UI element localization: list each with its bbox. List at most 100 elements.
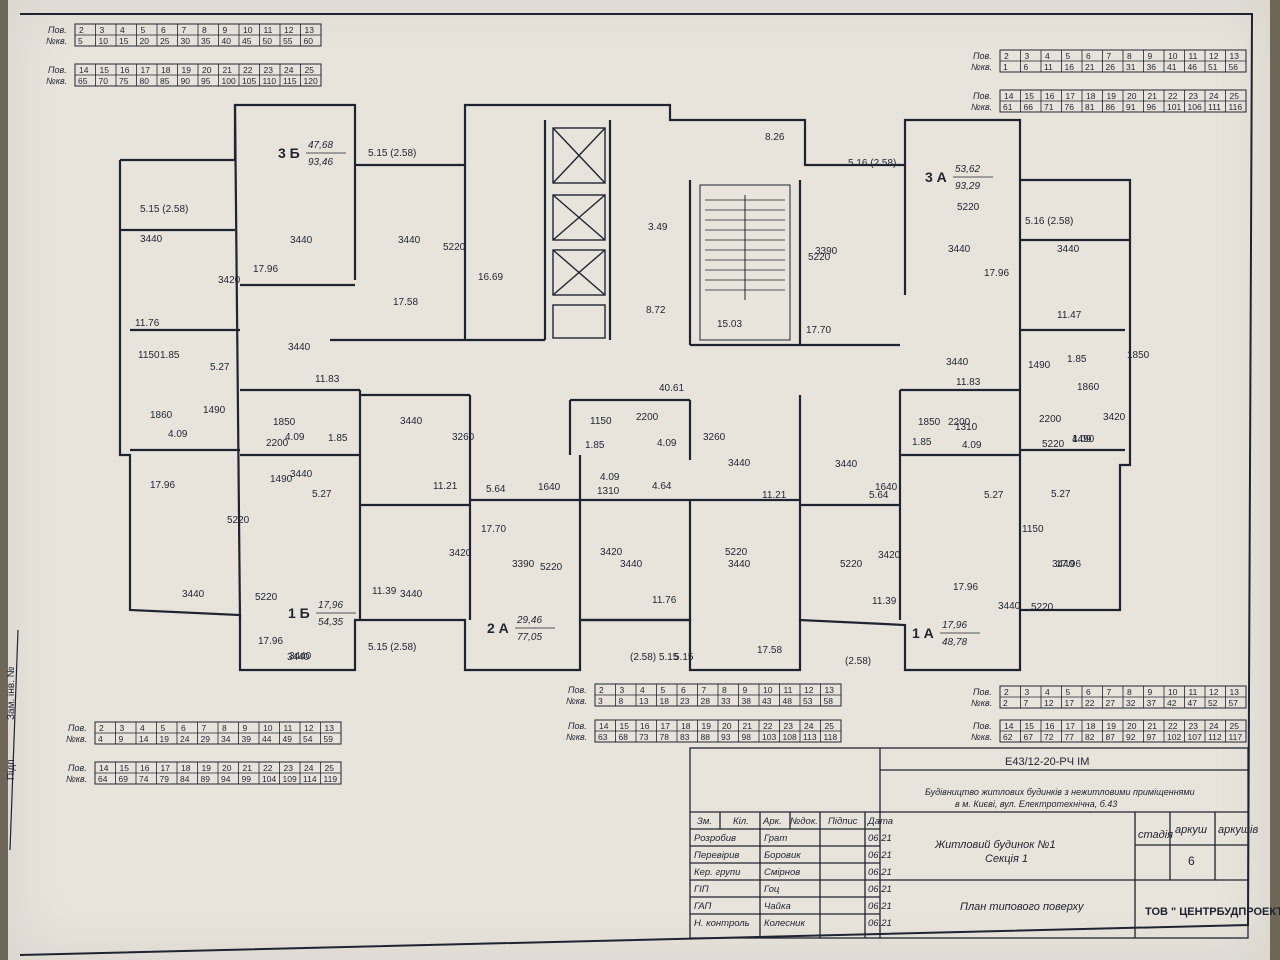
kv-cell: 93	[721, 732, 731, 742]
kv-cell: 31	[1126, 62, 1136, 72]
tb-name: Смірнов	[764, 867, 800, 878]
pov-cell: 22	[1168, 91, 1178, 101]
kv-cell: 97	[1147, 732, 1157, 742]
kv-cell: 88	[701, 732, 711, 742]
kv-cell: 29	[201, 734, 211, 744]
room-label: 11.76	[135, 318, 160, 329]
apartment-total-area: 48,78	[942, 637, 967, 648]
pov-cell: 23	[1189, 721, 1199, 731]
pov-cell: 25	[825, 721, 835, 731]
room-label: (2.58)	[845, 656, 871, 667]
room-label: 4.09	[168, 429, 188, 440]
room-label: 5.27	[984, 490, 1004, 501]
pov-cell: 3	[1025, 687, 1030, 697]
sheet-label: аркуш	[1175, 824, 1207, 836]
room-label: 3390	[815, 246, 838, 257]
room-label: 5220	[255, 592, 278, 603]
pov-cell: 21	[743, 721, 753, 731]
kv-cell: 32	[1126, 698, 1136, 708]
kv-label: №кв.	[66, 734, 87, 744]
pov-cell: 23	[264, 65, 274, 75]
kv-cell: 107	[1188, 732, 1202, 742]
kv-cell: 27	[1106, 698, 1116, 708]
room-label: 5.16 (2.58)	[848, 158, 896, 169]
pov-cell: 6	[181, 723, 186, 733]
room-label: 5.64	[869, 490, 889, 501]
kv-cell: 70	[99, 76, 109, 86]
pov-cell: 23	[284, 763, 294, 773]
room-label: 1.85	[912, 437, 932, 448]
kv-cell: 4	[98, 734, 103, 744]
building-walls	[118, 103, 1132, 672]
pov-cell: 6	[161, 25, 166, 35]
pov-cell: 19	[702, 721, 712, 731]
company-name: ТОВ " ЦЕНТРБУДПРОЕКТ"	[1145, 906, 1280, 918]
pov-cell: 21	[223, 65, 233, 75]
pov-label: Пов.	[973, 687, 992, 697]
kv-cell: 60	[304, 36, 314, 46]
kv-cell: 47	[1188, 698, 1198, 708]
kv-cell: 23	[680, 696, 690, 706]
apartment-living-area: 17,96	[942, 620, 967, 631]
pov-cell: 11	[784, 685, 793, 695]
pov-cell: 13	[1230, 51, 1240, 61]
kv-cell: 91	[1126, 102, 1136, 112]
room-label: 3440	[998, 601, 1021, 612]
pov-cell: 20	[1127, 721, 1137, 731]
room-label: 1.85	[328, 433, 348, 444]
kv-cell: 10	[99, 36, 109, 46]
apartment-living-area: 47,68	[308, 140, 333, 151]
tb-date: 06.21	[868, 901, 892, 912]
room-label: 5220	[808, 252, 831, 263]
kv-label: №кв.	[566, 732, 587, 742]
kv-cell: 6	[1024, 62, 1029, 72]
kv-cell: 16	[1065, 62, 1075, 72]
room-label: 3440	[140, 234, 163, 245]
tb-role: Н. контроль	[694, 918, 750, 929]
kv-cell: 52	[1208, 698, 1218, 708]
room-label: 17.96	[258, 636, 283, 647]
room-label: 3440	[1052, 559, 1075, 570]
room-label: 11.21	[433, 481, 458, 492]
pov-label: Пов.	[568, 721, 587, 731]
kv-cell: 48	[783, 696, 793, 706]
room-label: 4.64	[652, 481, 672, 492]
room-label: 5.27	[210, 362, 230, 373]
pov-label: Пов.	[68, 723, 87, 733]
kv-cell: 64	[98, 774, 108, 784]
room-label: 3420	[449, 548, 472, 559]
kv-cell: 28	[701, 696, 711, 706]
kv-cell: 75	[119, 76, 129, 86]
kv-label: №кв.	[46, 76, 67, 86]
kv-cell: 54	[303, 734, 313, 744]
pov-cell: 7	[182, 25, 187, 35]
pov-cell: 25	[1230, 721, 1240, 731]
room-label: 11.21	[762, 490, 787, 501]
kv-cell: 34	[221, 734, 231, 744]
kv-cell: 113	[803, 732, 817, 742]
pov-cell: 18	[161, 65, 171, 75]
kv-cell: 39	[242, 734, 252, 744]
kv-cell: 120	[304, 76, 318, 86]
kv-cell: 24	[180, 734, 190, 744]
pov-label: Пов.	[68, 763, 87, 773]
room-label: 3440	[728, 458, 751, 469]
kv-cell: 92	[1126, 732, 1136, 742]
kv-cell: 46	[1188, 62, 1198, 72]
kv-cell: 12	[1044, 698, 1054, 708]
pov-cell: 23	[1189, 91, 1199, 101]
tb-header: Кіл.	[733, 816, 749, 827]
pov-cell: 18	[1086, 721, 1096, 731]
kv-cell: 7	[1024, 698, 1029, 708]
pov-cell: 16	[140, 763, 150, 773]
kv-cell: 104	[262, 774, 276, 784]
pov-cell: 4	[1045, 51, 1050, 61]
kv-cell: 109	[283, 774, 297, 784]
pov-cell: 3	[100, 25, 105, 35]
kv-cell: 103	[762, 732, 776, 742]
pov-cell: 9	[1148, 687, 1153, 697]
kv-cell: 40	[222, 36, 232, 46]
room-label: 2200	[636, 412, 659, 423]
